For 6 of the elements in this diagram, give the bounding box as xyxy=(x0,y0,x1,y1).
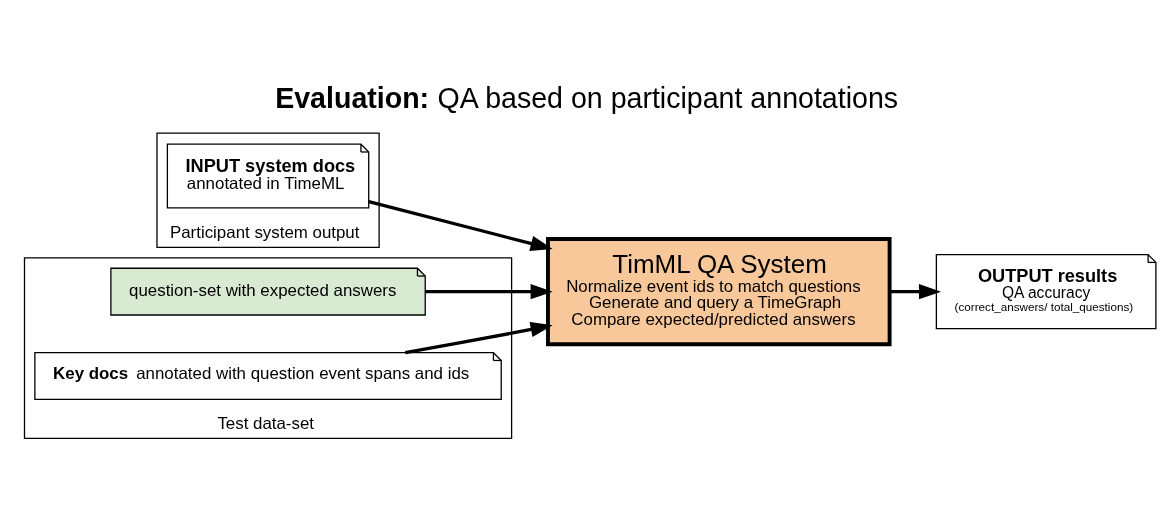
arrow xyxy=(368,199,553,251)
arrow xyxy=(405,321,553,354)
node-box: TimML QA System Normalize event ids to match questions Generate and query a TimeGraph Compare expected/predicted answers xyxy=(546,236,892,346)
diagram-title: Evaluation: QA based on participant annotations xyxy=(275,81,899,114)
arrow xyxy=(890,283,942,299)
arrow xyxy=(425,283,553,299)
